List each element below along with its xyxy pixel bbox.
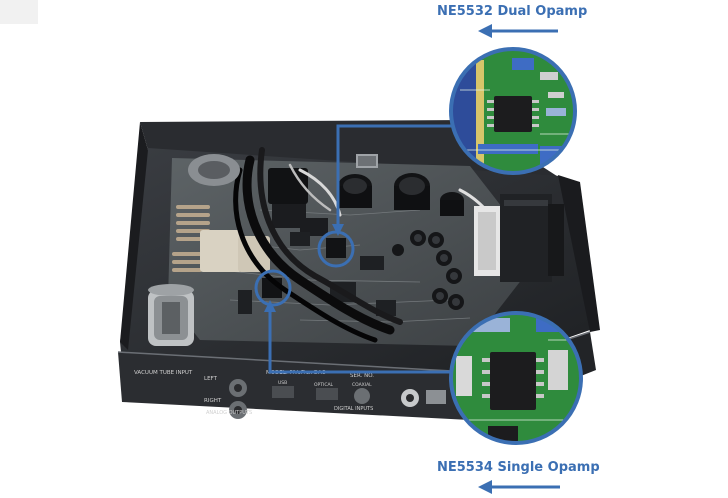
- label-right: RIGHT: [204, 398, 222, 404]
- label-optical: OPTICAL: [314, 382, 334, 388]
- vacuum-tube: [148, 284, 194, 346]
- label-coaxial: COAXIAL: [352, 382, 372, 388]
- label-usb: USB: [278, 380, 287, 386]
- connector-lines: [268, 124, 460, 374]
- tube-socket: [188, 154, 240, 186]
- label-analog: ANALOG OUTPUTS: [206, 410, 252, 416]
- zoom-ne5532: [449, 47, 577, 175]
- label-digital: DIGITAL INPUTS: [334, 406, 373, 412]
- label-vacuum: VACUUM TUBE INPUT: [134, 370, 193, 376]
- arrow-down-icon: [332, 224, 344, 236]
- arrow-left-icon: [478, 24, 558, 38]
- zoom-ne5534: [449, 311, 583, 445]
- arrow-up-icon: [264, 300, 276, 312]
- transformer: [474, 194, 564, 282]
- caption-ne5534: NE5534 Single Opamp: [437, 460, 600, 475]
- caption-ne5532: NE5532 Dual Opamp: [437, 4, 588, 19]
- highlight-ne5534: [254, 269, 292, 307]
- arrow-left-icon: [478, 480, 560, 494]
- front-panel: VACUUM TUBE INPUT LEFT RIGHT ANALOG OUTP…: [134, 370, 446, 419]
- corner-box: [0, 0, 38, 24]
- label-serial: SER. NO.: [350, 373, 374, 379]
- label-left: LEFT: [204, 376, 218, 382]
